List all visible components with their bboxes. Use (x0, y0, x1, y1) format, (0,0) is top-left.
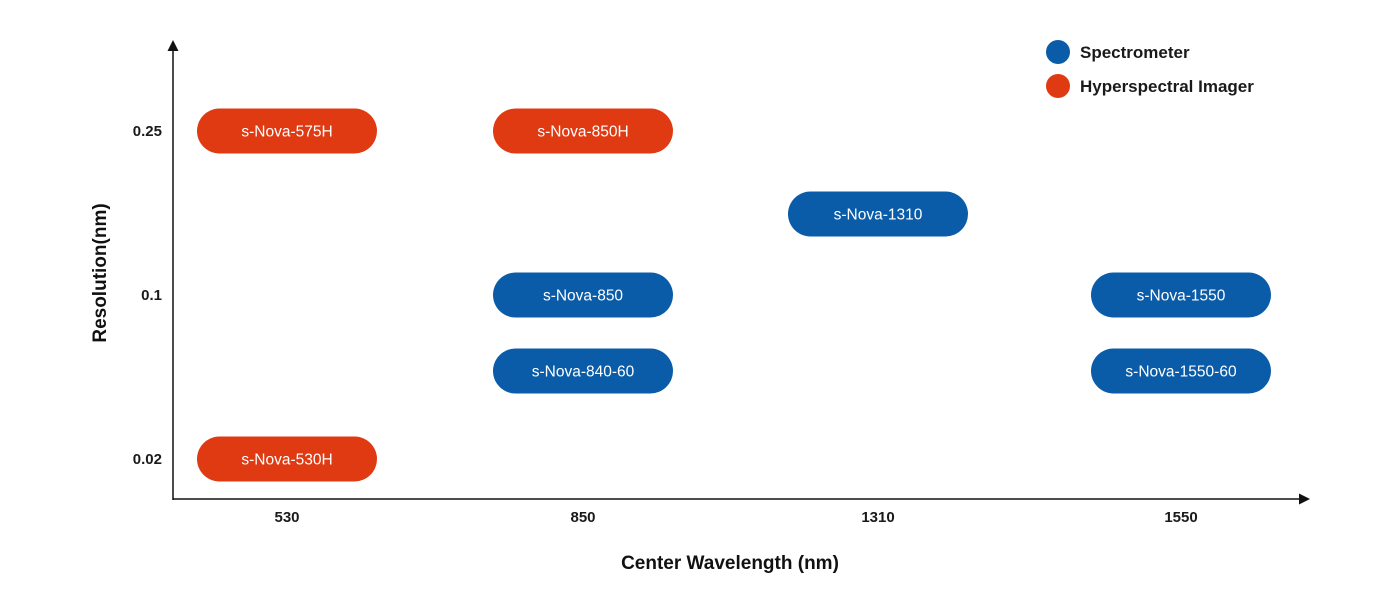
x-tick-label: 850 (570, 509, 595, 526)
data-point: s-Nova-1550-60 (1091, 348, 1271, 394)
data-point: s-Nova-1310 (788, 191, 968, 237)
data-point-label: s-Nova-530H (241, 452, 332, 469)
data-point-pill (788, 191, 968, 237)
legend-label: Hyperspectral Imager (1080, 77, 1254, 96)
data-point-label: s-Nova-1310 (834, 207, 923, 224)
data-point-pill (197, 108, 377, 154)
data-point: s-Nova-575H (197, 108, 377, 154)
legend-swatch (1046, 74, 1070, 98)
y-axis-title: Resolution(nm) (90, 203, 111, 342)
data-point: s-Nova-1550 (1091, 272, 1271, 318)
data-point-label: s-Nova-840-60 (532, 364, 635, 381)
data-point-label: s-Nova-575H (241, 124, 332, 141)
legend-label: Spectrometer (1080, 43, 1190, 62)
data-point-pill (1091, 272, 1271, 318)
legend-item: Spectrometer (1046, 40, 1190, 64)
data-point-pill (493, 108, 673, 154)
data-point-label: s-Nova-1550 (1137, 288, 1226, 305)
data-point-pill (493, 348, 673, 394)
x-tick-label: 1550 (1164, 509, 1197, 526)
legend-item: Hyperspectral Imager (1046, 74, 1254, 98)
data-point-label: s-Nova-850 (543, 288, 623, 305)
data-point: s-Nova-850H (493, 108, 673, 154)
data-point-pill (493, 272, 673, 318)
y-tick-labels: 0.25 0.1 0.02 (133, 123, 162, 468)
y-tick-label: 0.25 (133, 123, 162, 140)
data-point: s-Nova-840-60 (493, 348, 673, 394)
x-axis-title: Center Wavelength (nm) (621, 553, 839, 574)
data-point: s-Nova-530H (197, 436, 377, 482)
data-points: s-Nova-575H s-Nova-850H s-Nova-1310 s-Nova-… (197, 108, 1271, 482)
x-tick-labels: 530 850 1310 1550 (274, 509, 1197, 526)
axes (167, 40, 1310, 505)
y-tick-label: 0.1 (141, 287, 162, 304)
data-point: s-Nova-850 (493, 272, 673, 318)
data-point-pill (1091, 348, 1271, 394)
y-tick-label: 0.02 (133, 451, 162, 468)
data-point-pill (197, 436, 377, 482)
y-axis-arrow (167, 40, 179, 51)
data-point-label: s-Nova-850H (537, 124, 628, 141)
x-tick-label: 1310 (861, 509, 894, 526)
legend-swatch (1046, 40, 1070, 64)
x-tick-label: 530 (274, 509, 299, 526)
x-axis-arrow (1299, 493, 1310, 505)
data-point-label: s-Nova-1550-60 (1125, 364, 1237, 381)
